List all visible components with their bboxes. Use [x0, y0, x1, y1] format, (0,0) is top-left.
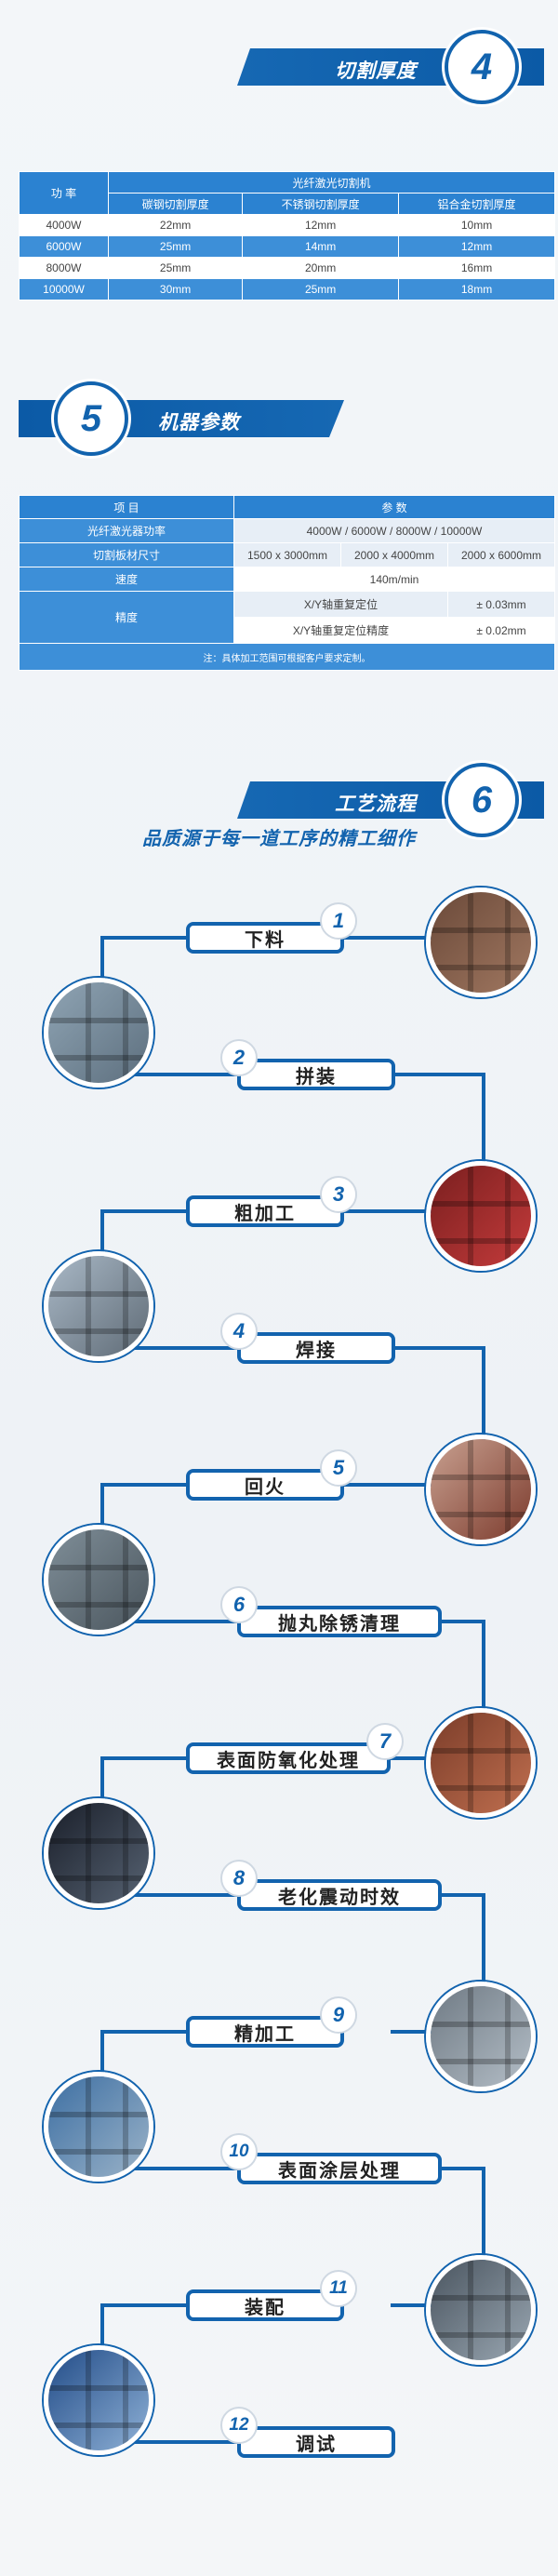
step-3-box: 粗加工	[186, 1195, 344, 1227]
step-9-box: 精加工	[186, 2016, 344, 2048]
section-4-title: 切割厚度	[335, 60, 417, 82]
cell: 16mm	[398, 257, 555, 279]
step-8-box: 老化震动时效	[237, 1879, 442, 1911]
step-6-box: 抛丸除锈清理	[237, 1606, 442, 1637]
size-label: 切割板材尺寸	[19, 542, 234, 567]
pos-label: X/Y轴重复定位	[233, 591, 448, 618]
slogan: 品质源于每一道工序的精工细作	[142, 829, 416, 849]
step-4-box: 焊接	[237, 1332, 395, 1364]
cell: 18mm	[398, 278, 555, 300]
step-number: 2	[220, 1039, 258, 1076]
power-value: 4000W / 6000W / 8000W / 10000W	[233, 518, 555, 543]
step-number: 4	[220, 1313, 258, 1350]
step-label: 调试	[296, 2434, 337, 2455]
machine-header: 光纤激光切割机	[108, 171, 555, 194]
repeat-value: ± 0.02mm	[447, 617, 555, 644]
process-photo	[44, 978, 153, 1088]
process-photo	[44, 1251, 153, 1361]
section-5-title: 机器参数	[158, 412, 240, 434]
step-number: 10	[220, 2133, 258, 2170]
speed-value: 140m/min	[233, 567, 555, 592]
step-label: 表面防氧化处理	[217, 1750, 360, 1771]
step-10-box: 表面涂层处理	[237, 2153, 442, 2184]
size-1: 1500 x 3000mm	[233, 542, 341, 567]
step-number: 12	[220, 2407, 258, 2444]
thickness-table: 功 率 光纤激光切割机 碳钢切割厚度 不锈钢切割厚度 铝合金切割厚度 4000W…	[19, 171, 555, 300]
cell: 10000W	[19, 278, 109, 300]
process-photo	[44, 2072, 153, 2182]
cell: 22mm	[107, 214, 244, 236]
table-row: 10000W 30mm 25mm 18mm	[19, 278, 555, 300]
step-number: 3	[320, 1176, 357, 1213]
params-table: 项 目 参 数 光纤激光器功率 4000W / 6000W / 8000W / …	[19, 495, 555, 671]
process-photo	[426, 1708, 536, 1818]
step-label: 粗加工	[234, 1203, 296, 1224]
step-2-box: 拼装	[237, 1059, 395, 1090]
step-label: 老化震动时效	[278, 1887, 401, 1908]
power-label: 光纤激光器功率	[19, 518, 234, 543]
cell: 4000W	[19, 214, 109, 236]
process-photo	[426, 888, 536, 997]
table-row: 4000W 22mm 12mm 10mm	[19, 214, 555, 236]
step-number: 1	[320, 902, 357, 940]
step-number: 5	[320, 1449, 357, 1487]
step-label: 抛丸除锈清理	[278, 1613, 401, 1635]
step-label: 焊接	[296, 1340, 337, 1361]
step-number: 8	[220, 1860, 258, 1897]
step-number: 11	[320, 2270, 357, 2307]
params-note: 注：具体加工范围可根据客户要求定制。	[19, 643, 555, 671]
pos-value: ± 0.03mm	[447, 591, 555, 618]
cell: 10mm	[398, 214, 555, 236]
step-12-box: 调试	[237, 2426, 395, 2458]
cell: 25mm	[242, 278, 400, 300]
col-param-header: 参 数	[233, 495, 555, 519]
step-label: 拼装	[296, 1066, 337, 1088]
step-7-box: 表面防氧化处理	[186, 1742, 391, 1774]
section-4-number: 4	[445, 30, 519, 104]
step-label: 下料	[245, 929, 286, 951]
speed-label: 速度	[19, 567, 234, 592]
process-photo	[426, 1161, 536, 1271]
section-6-number: 6	[445, 763, 519, 837]
repeat-label: X/Y轴重复定位精度	[233, 617, 448, 644]
connector	[344, 1073, 485, 1213]
step-number: 7	[366, 1723, 404, 1760]
cell: 6000W	[19, 235, 109, 258]
size-3: 2000 x 6000mm	[447, 542, 555, 567]
step-number: 9	[320, 1996, 357, 2034]
step-5-box: 回火	[186, 1469, 344, 1501]
connector	[344, 1346, 485, 1487]
cell: 25mm	[107, 257, 244, 279]
process-photo	[44, 1525, 153, 1635]
step-number: 6	[220, 1586, 258, 1623]
process-photo	[44, 1798, 153, 1908]
cell: 25mm	[107, 235, 244, 258]
step-label: 精加工	[234, 2023, 296, 2045]
process-photo	[426, 1435, 536, 1544]
precision-label: 精度	[19, 591, 234, 644]
process-photo	[44, 2345, 153, 2455]
section-4-header: 切割厚度 4	[0, 20, 558, 113]
section-6-title: 工艺流程	[335, 794, 417, 815]
step-label: 回火	[245, 1476, 286, 1498]
table-row: 8000W 25mm 20mm 16mm	[19, 257, 555, 279]
section-5-header: 5 机器参数	[0, 372, 558, 465]
cell: 30mm	[107, 278, 244, 300]
cell: 12mm	[398, 235, 555, 258]
step-label: 装配	[245, 2297, 286, 2318]
section-6-header: 工艺流程 6	[0, 754, 558, 847]
process-photo	[426, 2255, 536, 2365]
step-label: 表面涂层处理	[278, 2160, 401, 2182]
sub-header-carbon: 碳钢切割厚度	[107, 193, 244, 215]
sub-header-aluminum: 铝合金切割厚度	[398, 193, 555, 215]
cell: 20mm	[242, 257, 400, 279]
table-row: 6000W 25mm 14mm 12mm	[19, 235, 555, 258]
step-1-box: 下料	[186, 922, 344, 954]
col-item-header: 项 目	[19, 495, 234, 519]
process-photo	[426, 1982, 536, 2091]
sub-header-stainless: 不锈钢切割厚度	[242, 193, 400, 215]
size-2: 2000 x 4000mm	[340, 542, 448, 567]
col-power-header: 功 率	[19, 171, 109, 215]
section-5-number: 5	[54, 381, 128, 456]
